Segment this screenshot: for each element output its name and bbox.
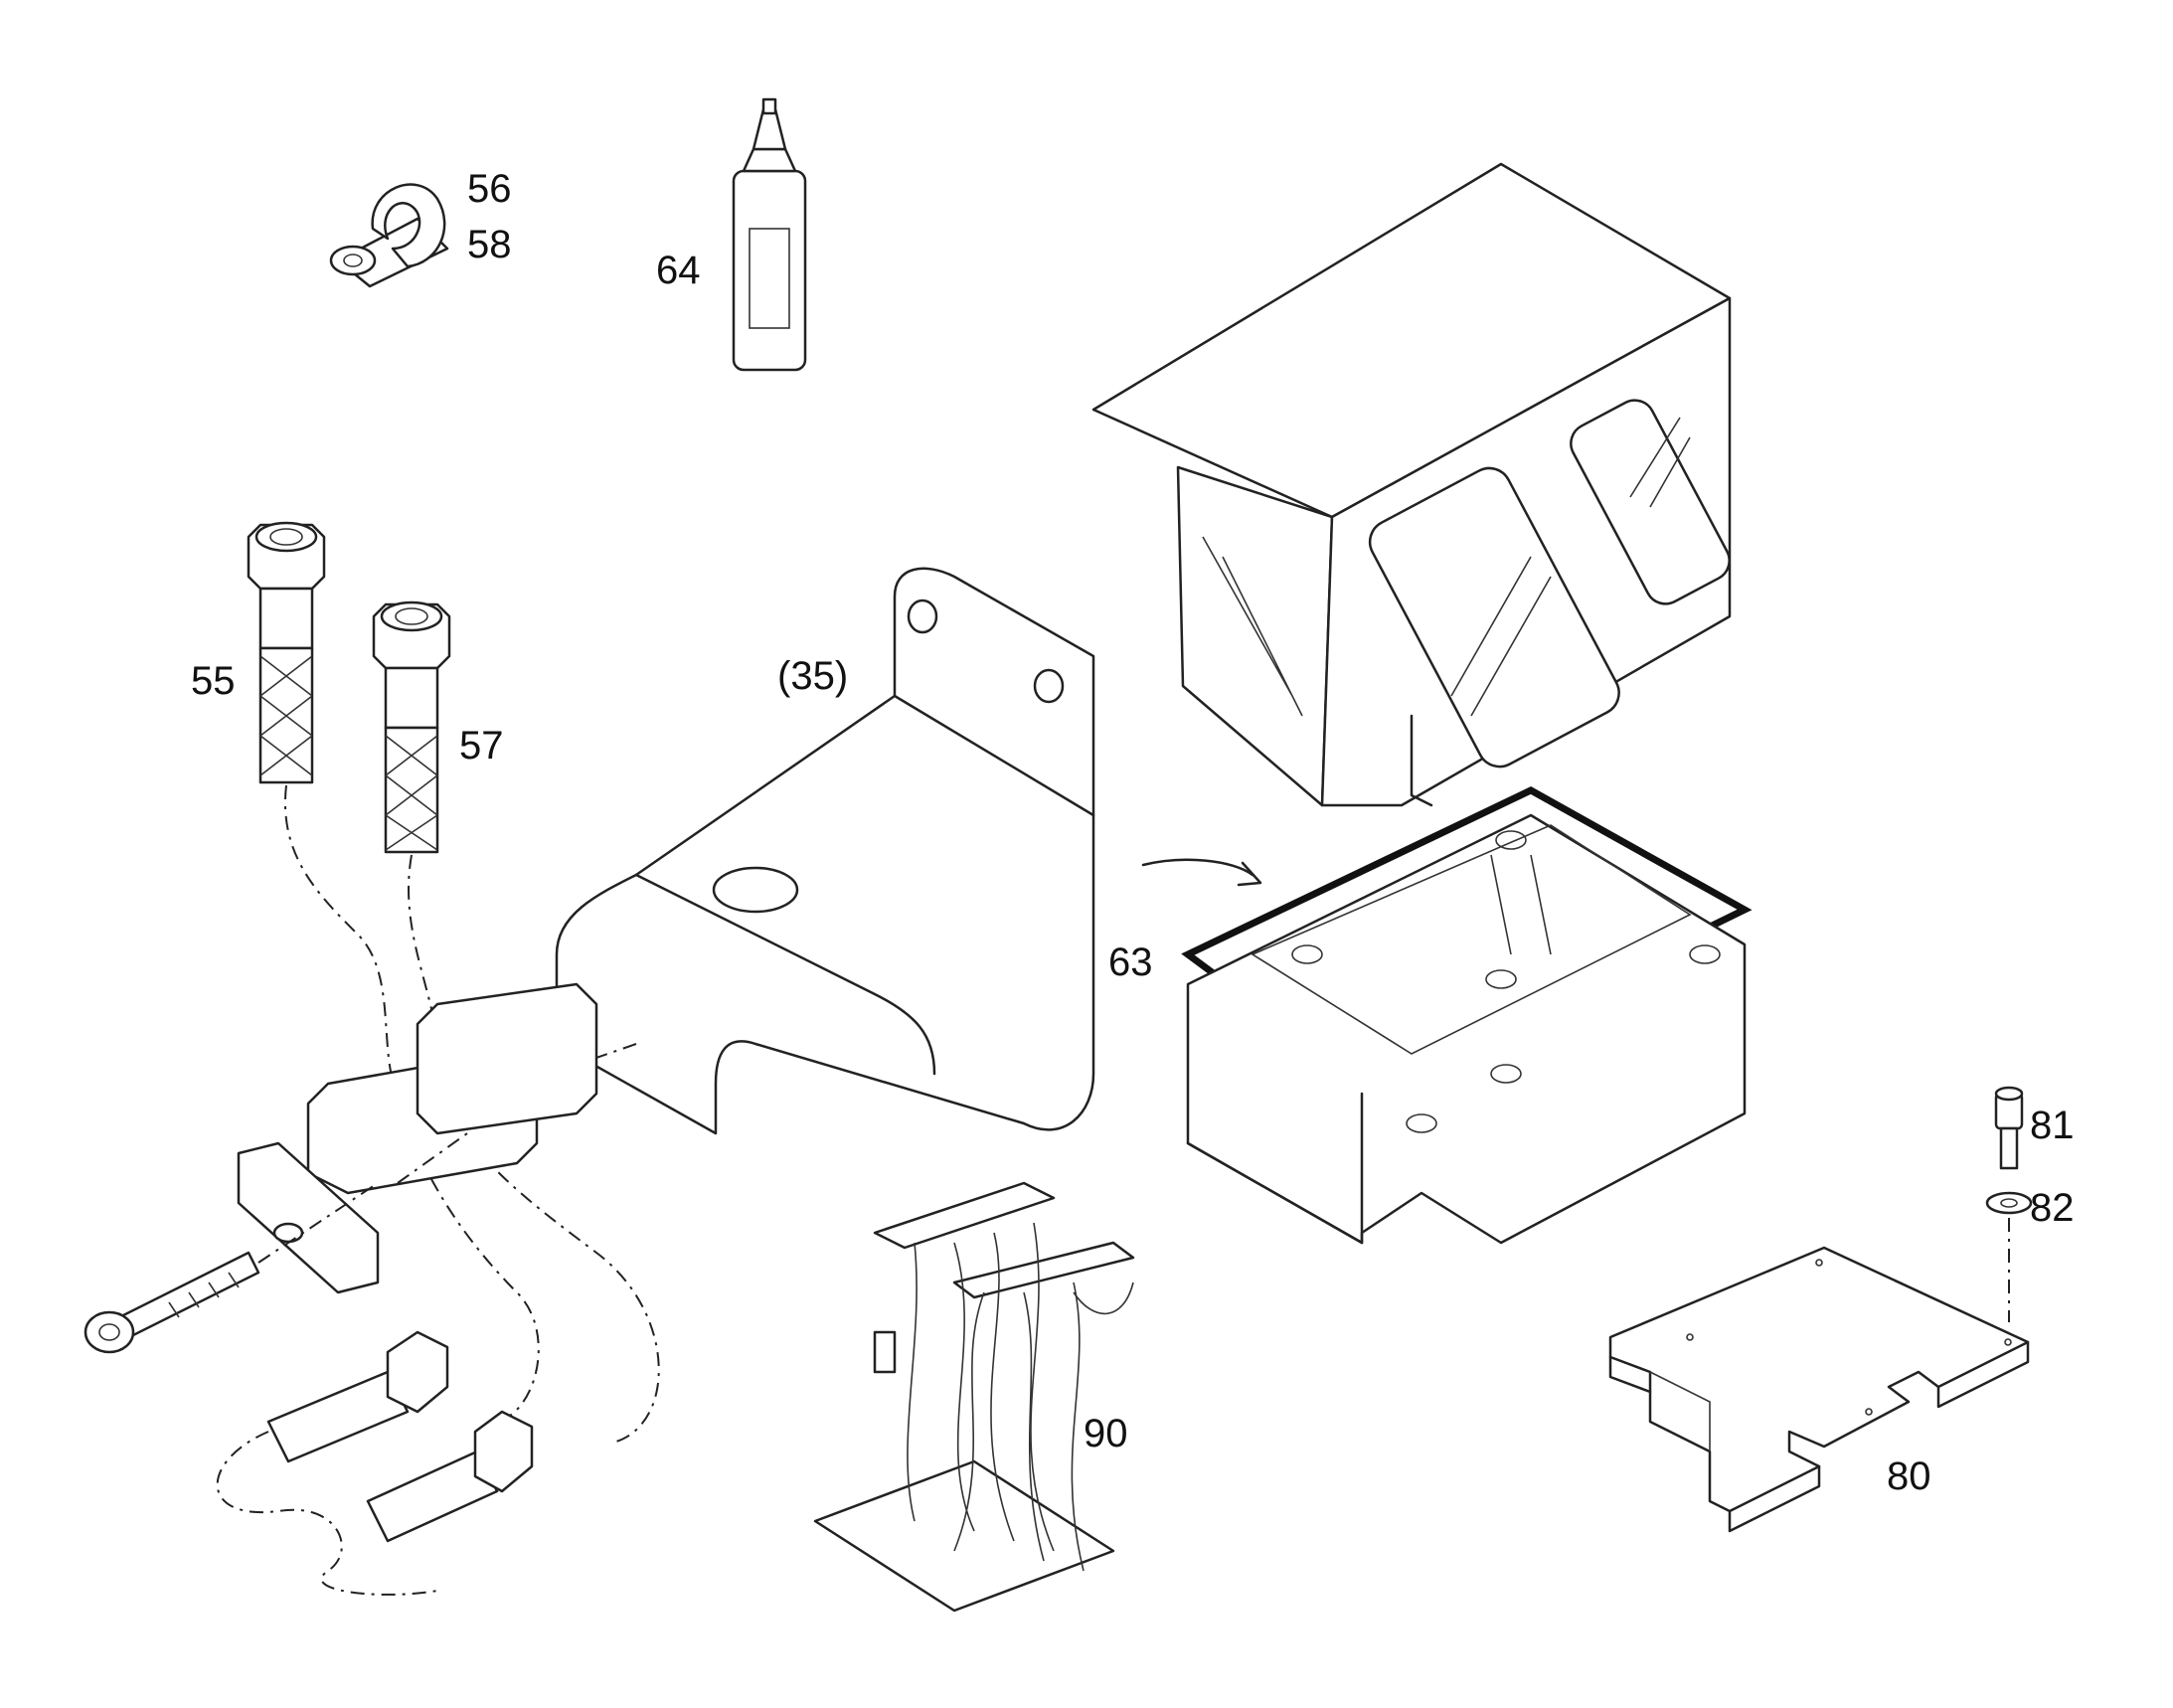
lower-hose-fittings [216,1330,534,1596]
bracket-35-part [536,567,1095,1135]
callout-35: (35) [777,654,849,698]
callout-57: 57 [459,724,504,768]
plate-80-part [1608,1246,2030,1533]
wiring-harness-90-part [813,1181,1135,1613]
clamp-block-assembly [84,982,598,1354]
cab-part [1091,162,1732,807]
callout-55: 55 [191,659,236,703]
callout-81: 81 [2030,1104,2075,1147]
callout-58: 58 [467,223,512,266]
screw-washer-part [1985,1086,2033,1322]
callout-90: 90 [1084,1412,1128,1455]
sealant-bottle-part [732,97,807,372]
base-frame-part [1186,813,1747,1245]
callout-80: 80 [1887,1454,1931,1498]
callout-63: 63 [1108,940,1153,984]
callout-56: 56 [467,167,512,211]
hose-clamp-part [329,183,449,288]
hose-55-part [247,521,540,1423]
hose-57-part [372,600,660,1443]
callout-82: 82 [2030,1186,2075,1230]
callout-64: 64 [656,249,701,292]
